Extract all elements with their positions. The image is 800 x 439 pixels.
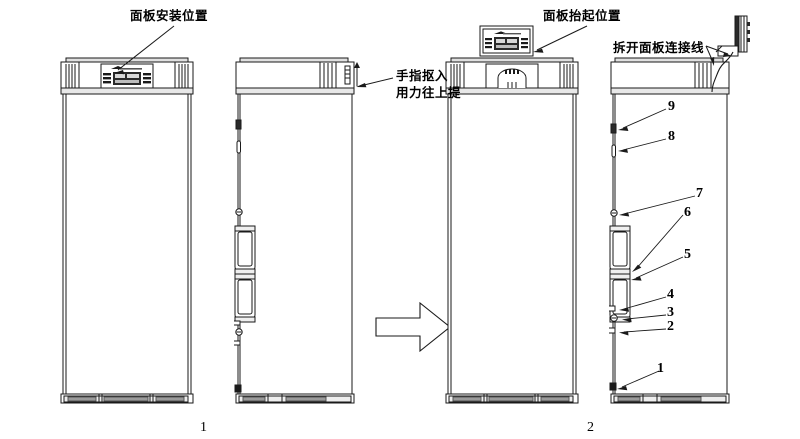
annotation-detach-panel-wire: 拆开面板连接线 [613, 40, 705, 55]
callout-number-4: 4 [667, 287, 674, 302]
callout-number-9: 9 [668, 99, 675, 114]
unit-2-front-view [445, 57, 579, 404]
leader-detach-panel-wire [705, 45, 732, 66]
leader-panel-lifted-position [533, 25, 588, 53]
unit-1-side-view [234, 57, 355, 404]
callout-leader-4 [619, 296, 667, 312]
callout-leader-2 [619, 328, 667, 336]
callout-number-6: 6 [684, 205, 691, 220]
callout-number-2: 2 [667, 319, 674, 334]
callout-leader-7 [619, 195, 696, 217]
detached-control-panel-thumbnail [479, 25, 534, 57]
leader-finger-pry [356, 77, 394, 88]
callout-number-7: 7 [696, 186, 703, 201]
callout-leader-5 [631, 256, 684, 281]
callout-leader-8 [618, 138, 667, 153]
callout-leader-1 [617, 370, 660, 391]
annotation-finger-pry-line1: 手指抠入 [396, 68, 449, 83]
callout-number-1: 1 [657, 361, 664, 376]
figure-caption-1: 1 [200, 420, 207, 435]
leader-panel-install-position [114, 25, 175, 75]
lift-up-arrow [354, 62, 360, 86]
panel-wire-connector-detail [711, 15, 750, 93]
callout-number-3: 3 [667, 305, 674, 320]
figure-caption-2: 2 [587, 420, 594, 435]
annotation-panel-install-position: 面板安装位置 [130, 8, 209, 23]
callout-leader-3 [622, 314, 667, 323]
callout-leader-6 [632, 214, 684, 272]
unit-1-front-view [60, 57, 194, 404]
unit-2-side-view [609, 57, 730, 404]
annotation-finger-pry-line2: 用力往上提 [396, 85, 462, 100]
process-arrow-shape [375, 301, 451, 353]
annotation-panel-lifted-position: 面板抬起位置 [543, 8, 622, 23]
control-panel-unit-1 [103, 66, 151, 85]
callout-leaders [617, 108, 696, 391]
callout-number-5: 5 [684, 247, 691, 262]
callout-leader-9 [618, 108, 667, 131]
callout-number-8: 8 [668, 129, 675, 144]
